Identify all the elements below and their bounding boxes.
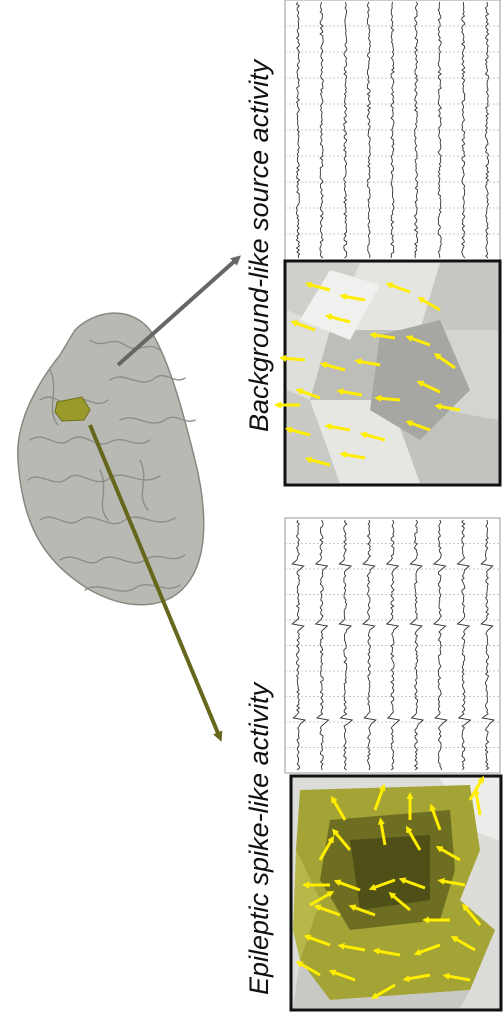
- background-field-map: [278, 261, 500, 485]
- arrow-icon: [378, 398, 400, 400]
- label-epileptic-activity: Epileptic spike-like activity: [244, 683, 275, 995]
- arrow-icon: [283, 358, 305, 360]
- arrow-to-background: [118, 258, 238, 365]
- label-background-activity: Background-like source activity: [244, 60, 275, 432]
- epileptic-traces-panel: [285, 518, 500, 773]
- brain-icon: [18, 313, 204, 605]
- epileptic-field-map: [291, 776, 501, 1010]
- background-traces-panel: [285, 0, 500, 260]
